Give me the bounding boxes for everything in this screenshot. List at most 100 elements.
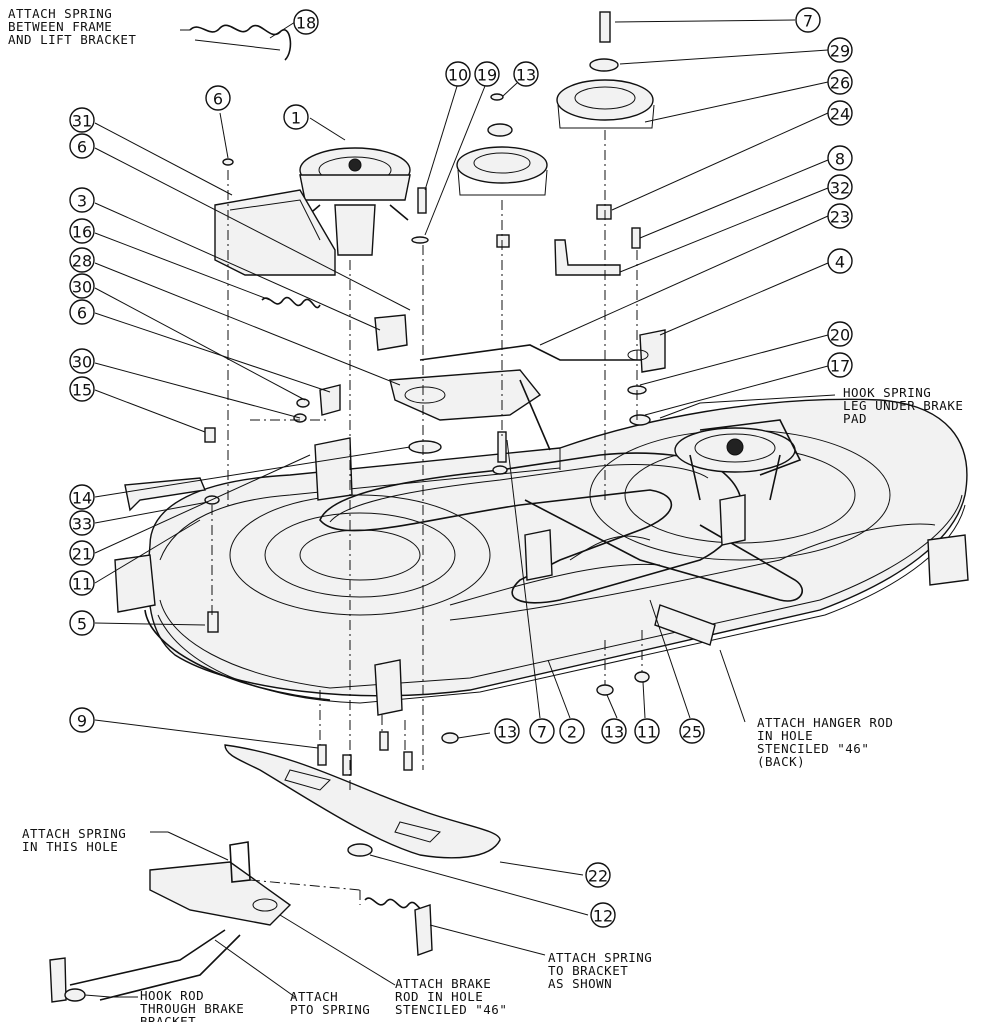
callout-7-bottom: 7 — [529, 718, 555, 744]
svg-text:(BACK): (BACK) — [757, 754, 805, 769]
svg-text:6: 6 — [77, 138, 87, 157]
svg-text:BETWEEN FRAME: BETWEEN FRAME — [8, 19, 112, 34]
callout-14: 14 — [69, 484, 95, 510]
svg-text:ATTACH SPRING: ATTACH SPRING — [548, 950, 652, 965]
svg-text:10: 10 — [448, 66, 468, 85]
svg-text:7: 7 — [537, 723, 547, 742]
brake-bracket-assembly — [49, 841, 292, 1003]
mounting-bracket-31 — [214, 189, 336, 276]
callout-8: 8 — [827, 145, 853, 171]
svg-text:13: 13 — [604, 723, 624, 742]
callout-26: 26 — [827, 69, 853, 95]
svg-text:30: 30 — [72, 353, 92, 372]
svg-text:LEG UNDER BRAKE: LEG UNDER BRAKE — [843, 398, 963, 413]
callout-22: 22 — [585, 862, 611, 888]
svg-text:33: 33 — [72, 515, 92, 534]
svg-text:7: 7 — [803, 12, 813, 31]
callout-15: 15 — [69, 376, 95, 402]
callout-21: 21 — [69, 540, 95, 566]
svg-text:THROUGH BRAKE: THROUGH BRAKE — [140, 1001, 244, 1016]
callout-13-right: 13 — [601, 718, 627, 744]
callout-9: 9 — [69, 707, 95, 733]
svg-text:16: 16 — [72, 223, 92, 242]
note-attach-spring-hole: ATTACH SPRING IN THIS HOLE — [22, 826, 126, 854]
svg-text:17: 17 — [830, 357, 850, 376]
svg-text:19: 19 — [477, 66, 497, 85]
note-attach-hanger-rod: ATTACH HANGER ROD IN HOLE STENCILED "46"… — [757, 715, 893, 769]
hanger-rod-23 — [419, 344, 661, 361]
callout-30-top: 30 — [69, 273, 95, 299]
callout-29: 29 — [827, 37, 853, 63]
callout-30-low: 30 — [69, 348, 95, 374]
svg-text:14: 14 — [72, 489, 92, 508]
svg-text:31: 31 — [72, 112, 92, 131]
bracket-32 — [554, 239, 621, 276]
spring-16 — [261, 296, 321, 309]
callout-33: 33 — [69, 510, 95, 536]
svg-text:23: 23 — [830, 208, 850, 227]
svg-text:9: 9 — [77, 712, 87, 731]
svg-text:ATTACH BRAKE: ATTACH BRAKE — [395, 976, 491, 991]
callout-7-top: 7 — [795, 7, 821, 33]
svg-text:20: 20 — [830, 326, 850, 345]
svg-text:2: 2 — [567, 723, 577, 742]
svg-text:PTO SPRING: PTO SPRING — [290, 1002, 370, 1017]
svg-text:6: 6 — [77, 304, 87, 323]
svg-text:8: 8 — [835, 150, 845, 169]
callout-13-bottom: 13 — [494, 718, 520, 744]
svg-text:11: 11 — [637, 723, 657, 742]
bracket-3 — [374, 314, 408, 351]
idler-pulley-26 — [556, 11, 655, 129]
callout-18: 18 — [293, 9, 319, 35]
svg-text:18: 18 — [296, 14, 316, 33]
callout-16: 16 — [69, 218, 95, 244]
callout-32: 32 — [827, 174, 853, 200]
svg-text:13: 13 — [516, 66, 536, 85]
svg-text:PAD: PAD — [843, 411, 867, 426]
svg-text:ATTACH: ATTACH — [290, 989, 338, 1004]
svg-text:6: 6 — [213, 90, 223, 109]
svg-text:AS SHOWN: AS SHOWN — [548, 976, 612, 991]
callout-23: 23 — [827, 203, 853, 229]
note-hook-rod: HOOK ROD THROUGH BRAKE BRACKET — [140, 988, 244, 1022]
callout-6-low: 6 — [69, 299, 95, 325]
callout-10: 10 — [445, 61, 471, 87]
note-attach-spring-bracket: ATTACH SPRING TO BRACKET AS SHOWN — [548, 950, 652, 991]
svg-text:ATTACH HANGER ROD: ATTACH HANGER ROD — [757, 715, 893, 730]
callout-31: 31 — [69, 107, 95, 133]
callout-12: 12 — [590, 902, 616, 928]
svg-text:STENCILED "46": STENCILED "46" — [395, 1002, 507, 1017]
note-attach-brake-rod: ATTACH BRAKE ROD IN HOLE STENCILED "46" — [395, 976, 507, 1017]
callout-11-right: 11 — [634, 718, 660, 744]
svg-text:12: 12 — [593, 907, 613, 926]
svg-text:ATTACH SPRING: ATTACH SPRING — [22, 826, 126, 841]
blade-22 — [224, 744, 501, 859]
callout-6-mid: 6 — [69, 133, 95, 159]
svg-text:IN THIS HOLE: IN THIS HOLE — [22, 839, 118, 854]
leader-lines — [84, 19, 836, 998]
svg-text:IN HOLE: IN HOLE — [757, 728, 813, 743]
callout-5: 5 — [69, 610, 95, 636]
callout-1: 1 — [283, 104, 309, 130]
svg-text:BRACKET: BRACKET — [140, 1014, 196, 1022]
svg-text:STENCILED "46": STENCILED "46" — [757, 741, 869, 756]
note-hook-spring: HOOK SPRING LEG UNDER BRAKE PAD — [843, 385, 963, 426]
svg-text:26: 26 — [830, 74, 850, 93]
spring-pto — [364, 897, 433, 956]
svg-text:3: 3 — [77, 192, 87, 211]
svg-text:ROD IN HOLE: ROD IN HOLE — [395, 989, 483, 1004]
callout-17: 17 — [827, 352, 853, 378]
svg-text:21: 21 — [72, 545, 92, 564]
svg-text:13: 13 — [497, 723, 517, 742]
spring-18 — [189, 24, 292, 61]
bracket-4 — [627, 329, 666, 373]
svg-text:29: 29 — [830, 42, 850, 61]
center-spindle-pulley — [299, 147, 411, 256]
callout-13-top: 13 — [513, 61, 539, 87]
note-attach-pto-spring: ATTACH PTO SPRING — [290, 989, 370, 1017]
callout-25: 25 — [679, 718, 705, 744]
callout-2: 2 — [559, 718, 585, 744]
svg-text:15: 15 — [72, 381, 92, 400]
svg-text:11: 11 — [72, 575, 92, 594]
